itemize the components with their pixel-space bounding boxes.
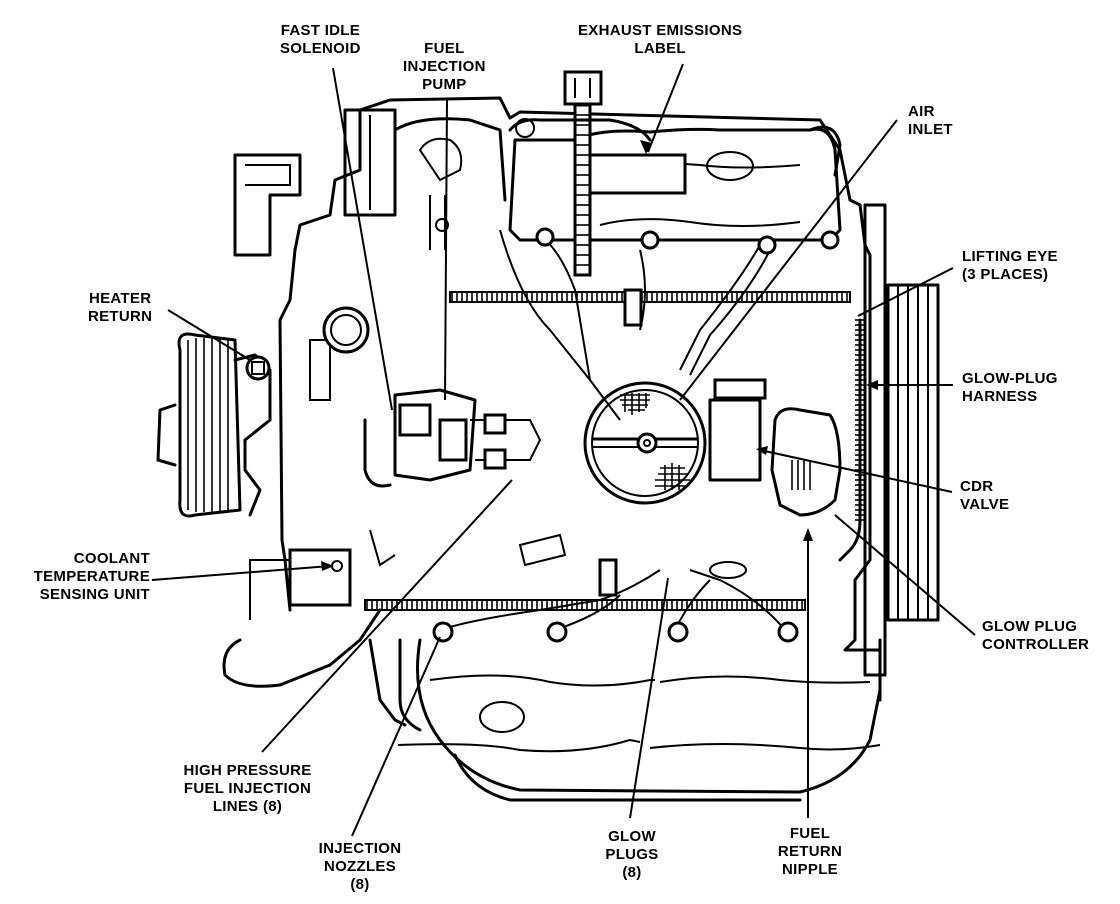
leader-lifting-eye (857, 267, 954, 317)
oil-pan (416, 638, 882, 794)
callout-cdr-valve: CDR VALVE (960, 478, 1010, 513)
callout-high-pressure-fuel-injection-lines: HIGH PRESSURE FUEL INJECTION LINES (8) (183, 762, 312, 815)
leader-air-inlet (679, 119, 898, 401)
callout-glow-plugs: GLOW PLUGS (8) (605, 828, 659, 881)
heater-return-fitting (245, 355, 271, 381)
leader-heater-return (167, 309, 251, 361)
air-inlet-assembly (583, 381, 707, 505)
leader-glow-plugs (629, 577, 669, 819)
leader-fuel-injection-pump (444, 99, 448, 401)
engine-drawing (156, 70, 940, 802)
callout-fast-idle-solenoid: FAST IDLE SOLENOID (280, 22, 361, 57)
fuel-injection-pump-body (393, 388, 477, 482)
leader-high-pressure-lines (261, 479, 513, 753)
leader-injection-nozzles (351, 636, 441, 837)
leader-lines (151, 63, 976, 837)
valve-cover-right (508, 127, 842, 242)
coolant-temp-sender (288, 548, 352, 607)
leader-fast-idle-solenoid (332, 67, 393, 411)
leader-cdr-valve (759, 449, 953, 493)
callout-glow-plug-harness: GLOW-PLUG HARNESS (962, 370, 1058, 405)
fan-pulley (863, 203, 940, 677)
callout-coolant-temperature-sensing-unit: COOLANT TEMPERATURE SENSING UNIT (33, 550, 150, 603)
callout-heater-return: HEATER RETURN (88, 290, 153, 325)
callout-air-inlet: AIR INLET (908, 103, 953, 138)
callout-fuel-injection-pump: FUEL INJECTION PUMP (403, 40, 486, 93)
oil-filler-cap (563, 70, 603, 106)
glow-plug-controller-body (770, 407, 842, 517)
leader-exhaust-emissions-label (647, 63, 684, 153)
callout-injection-nozzles: INJECTION NOZZLES (8) (318, 840, 402, 893)
callout-glow-plug-controller: GLOW PLUG CONTROLLER (982, 618, 1090, 653)
crankshaft-pulley (156, 332, 272, 518)
exhaust-emissions-label-plate (588, 153, 687, 195)
callout-lifting-eye: LIFTING EYE (3 PLACES) (962, 248, 1058, 283)
leader-glow-plug-controller (834, 514, 976, 636)
callout-fuel-return-nipple: FUEL RETURN NIPPLE (777, 825, 843, 878)
callout-exhaust-emissions-label: EXHAUST EMISSIONS LABEL (578, 22, 743, 57)
cdr-valve-body (708, 398, 762, 482)
leader-coolant-temperature (151, 565, 331, 581)
